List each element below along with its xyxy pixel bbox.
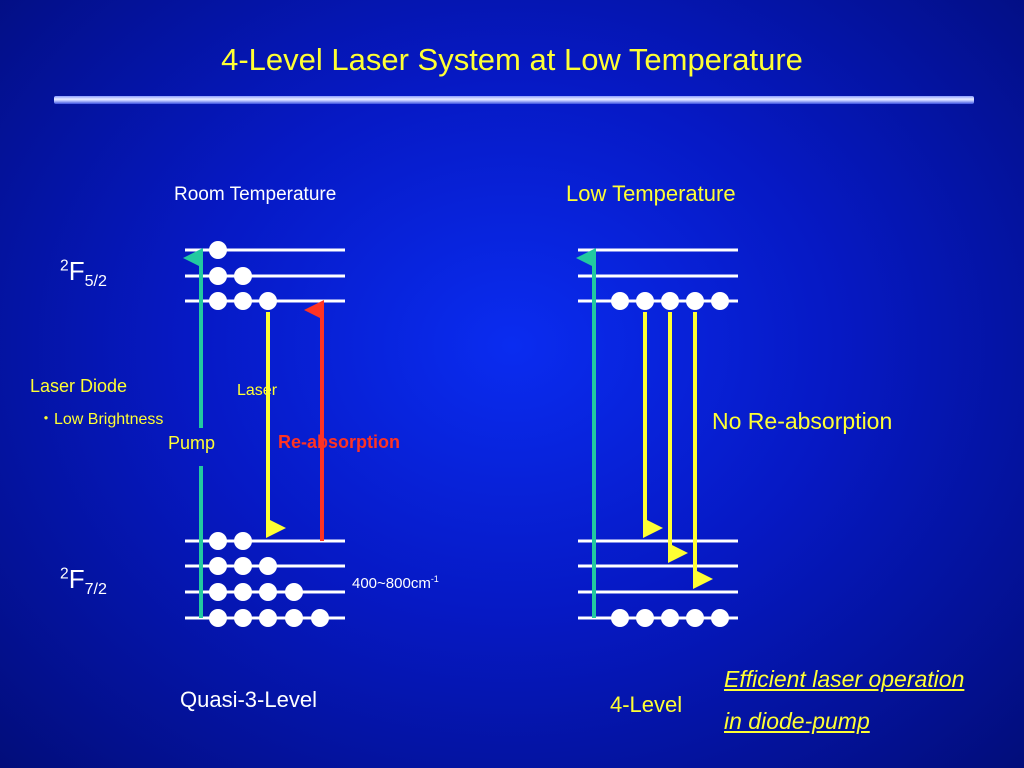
population-dot <box>259 583 277 601</box>
upper-state-label: 2F5/2 <box>60 256 107 291</box>
page-title: 4-Level Laser System at Low Temperature <box>221 42 803 77</box>
low-brightness-label: ・Low Brightness <box>38 411 164 428</box>
population-dot <box>711 292 729 310</box>
right-upper-levels <box>578 248 738 303</box>
left-population-dots <box>209 241 329 627</box>
population-dot <box>234 609 252 627</box>
laser-diode-label: Laser Diode <box>30 376 128 396</box>
right-population-dots <box>611 292 729 627</box>
population-dot <box>234 532 252 550</box>
population-dot <box>209 583 227 601</box>
title-divider <box>54 96 974 104</box>
population-dot <box>611 292 629 310</box>
efficient-operation-note: Efficient laser operation <box>724 666 965 692</box>
reabsorption-label: Re-absorption <box>278 432 401 452</box>
population-dot <box>209 292 227 310</box>
population-dot <box>209 557 227 575</box>
population-dot <box>686 609 704 627</box>
population-dot <box>209 532 227 550</box>
population-dot <box>234 292 252 310</box>
population-dot <box>259 292 277 310</box>
low-temperature-heading: Low Temperature <box>566 181 736 206</box>
population-dot <box>311 609 329 627</box>
population-dot <box>661 292 679 310</box>
population-dot <box>636 609 654 627</box>
population-dot <box>285 609 303 627</box>
left-lower-levels <box>185 539 345 620</box>
pump-label: Pump <box>168 433 216 453</box>
room-temperature-heading: Room Temperature <box>174 184 337 205</box>
population-dot <box>259 557 277 575</box>
laser-label: Laser <box>237 382 278 399</box>
population-dot <box>234 267 252 285</box>
population-dot <box>285 583 303 601</box>
population-dot <box>661 609 679 627</box>
population-dot <box>636 292 654 310</box>
no-reabsorption-label: No Re-absorption <box>712 408 893 434</box>
quasi-3-level-caption: Quasi-3-Level <box>180 687 317 712</box>
population-dot <box>209 241 227 259</box>
4-level-caption: 4-Level <box>610 692 683 717</box>
population-dot <box>234 557 252 575</box>
population-dot <box>234 583 252 601</box>
population-dot <box>209 609 227 627</box>
population-dot <box>711 609 729 627</box>
population-dot <box>209 267 227 285</box>
population-dot <box>686 292 704 310</box>
diode-pump-note: in diode-pump <box>724 708 870 734</box>
population-dot <box>611 609 629 627</box>
population-dot <box>259 609 277 627</box>
right-lower-levels <box>578 539 738 620</box>
lower-state-label: 2F7/2 <box>60 564 107 599</box>
splitting-label: 400~800cm-1 <box>352 574 439 592</box>
